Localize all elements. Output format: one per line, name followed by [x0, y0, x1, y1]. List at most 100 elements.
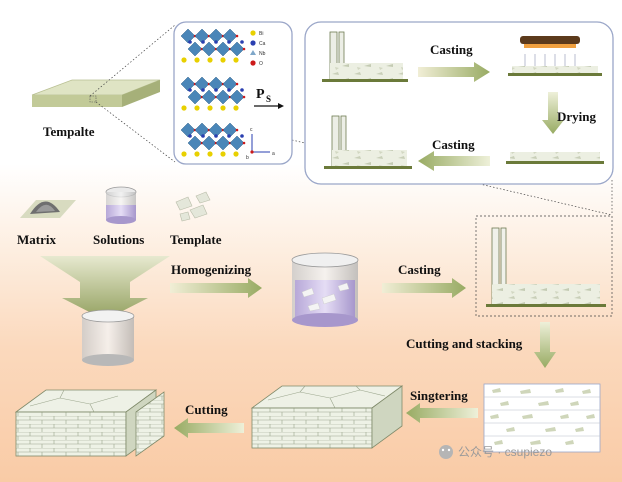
empty-beaker — [81, 309, 135, 366]
bi-atom — [207, 151, 213, 157]
crystal-legend: Bi Ca Nb O — [250, 30, 266, 67]
zoom-lines — [89, 24, 613, 216]
o-atom — [242, 141, 246, 145]
bi-atom — [194, 151, 200, 157]
solutions-beaker — [105, 186, 137, 224]
tape-casting-panel: Casting Drying Casting — [304, 21, 614, 185]
matrix-label: Matrix — [17, 232, 56, 247]
drying-tape-field — [508, 36, 602, 76]
nb-octahedron — [180, 76, 196, 92]
dried-tape — [506, 152, 604, 164]
crystal-structure-panel: Bi Ca Nb O c a b P S — [173, 21, 293, 165]
bi-atom — [207, 105, 213, 111]
o-atom-icon — [250, 60, 256, 66]
arrow-casting-mid — [382, 278, 466, 298]
bi-atom — [220, 105, 226, 111]
ca-atom — [188, 40, 192, 44]
ca-atom — [240, 40, 244, 44]
slurry-beaker — [291, 252, 359, 327]
ca-atom — [188, 134, 192, 138]
bi-atom — [233, 105, 239, 111]
axis-c: c — [250, 127, 253, 133]
nb-octahedron — [215, 135, 231, 151]
cut-block — [14, 389, 165, 457]
bi-atom — [220, 57, 226, 63]
legend-bi: Bi — [259, 31, 263, 37]
nb-octahedron — [229, 89, 245, 105]
ca-atom — [201, 134, 205, 138]
template-flakes — [175, 191, 211, 222]
bi-atom — [220, 151, 226, 157]
nb-octahedron — [187, 41, 203, 57]
ca-atom — [214, 40, 218, 44]
merge-funnel-arrow — [40, 256, 170, 320]
ca-atom — [201, 88, 205, 92]
sintering-label: Singtering — [410, 388, 468, 403]
ca-atom — [227, 88, 231, 92]
watermark: 公众号 · csupiezo — [439, 445, 552, 459]
ps-polarization: P S — [254, 87, 284, 109]
bi-atom — [233, 57, 239, 63]
watermark-text: 公众号 · csupiezo — [458, 445, 552, 459]
o-atom — [235, 82, 239, 86]
octahedra — [180, 28, 246, 157]
matrix-powder — [20, 200, 76, 218]
arrow-casting-top — [418, 62, 490, 82]
axis-a: a — [272, 151, 275, 157]
ps-label: P — [256, 87, 265, 102]
homogenizing-label: Homogenizing — [171, 262, 252, 277]
ca-atom — [240, 88, 244, 92]
wechat-icon — [439, 445, 453, 459]
casting-top-label: Casting — [430, 42, 473, 57]
cutting-stacking-label: Cutting and stacking — [406, 336, 523, 351]
o-atom — [242, 47, 246, 51]
arrow-sintering — [406, 403, 478, 423]
arrow-homogenizing — [170, 278, 262, 298]
nb-octahedron — [201, 135, 217, 151]
nb-octahedron — [215, 41, 231, 57]
nb-octahedron — [180, 122, 196, 138]
sintered-block — [250, 385, 404, 449]
nb-octahedron — [201, 89, 217, 105]
template-slab — [31, 79, 161, 107]
arrow-cutting-stacking — [534, 322, 556, 368]
casting-return-label: Casting — [432, 137, 475, 152]
drying-label: Drying — [557, 109, 597, 124]
ca-atom — [240, 134, 244, 138]
ps-subscript: S — [266, 94, 271, 104]
legend-ca: Ca — [259, 41, 266, 47]
bi-atom — [207, 57, 213, 63]
arrow-cutting — [174, 418, 244, 438]
arrow-casting-return — [418, 151, 490, 171]
nb-octahedron — [229, 135, 245, 151]
o-atom — [235, 34, 239, 38]
template-label: Template — [170, 232, 222, 247]
nb-octahedron — [201, 41, 217, 57]
ca-atom — [214, 88, 218, 92]
ca-atom — [201, 40, 205, 44]
ca-atom-icon — [250, 40, 256, 46]
legend-nb: Nb — [259, 51, 266, 57]
nb-octahedron — [187, 89, 203, 105]
bi-atom — [181, 57, 187, 63]
ca-atom — [227, 134, 231, 138]
legend-o: O — [259, 61, 263, 67]
cutting-label: Cutting — [185, 402, 228, 417]
doctor-blade-2 — [324, 115, 412, 169]
axis-b: b — [246, 155, 249, 161]
doctor-blade-1 — [322, 31, 408, 82]
o-atom — [242, 95, 246, 99]
solutions-label: Solutions — [93, 232, 144, 247]
bi-atom — [194, 57, 200, 63]
ps-arrow-icon — [278, 103, 284, 109]
casting-mid-label: Casting — [398, 262, 441, 277]
bi-atom — [181, 151, 187, 157]
ca-atom — [188, 88, 192, 92]
stacked-tapes — [483, 383, 601, 453]
o-atom — [235, 128, 239, 132]
ca-atom — [214, 134, 218, 138]
casting-result-box — [475, 215, 613, 317]
bi-atom — [181, 105, 187, 111]
